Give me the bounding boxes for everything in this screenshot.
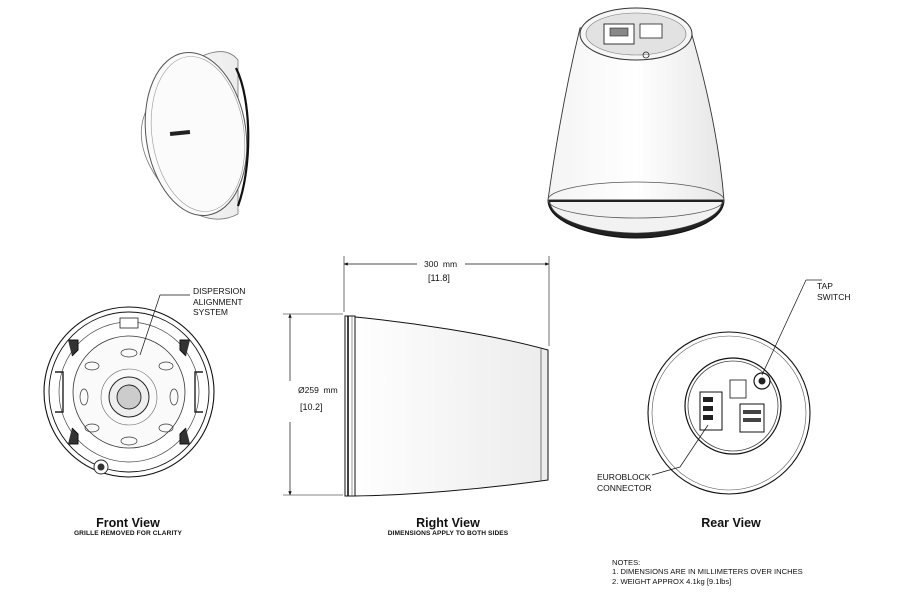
diameter-unit: mm [323, 385, 338, 395]
euroblock-line-2: CONNECTOR [597, 482, 652, 493]
dispersion-line-3: SYSTEM [193, 307, 228, 317]
euroblock-callout: EUROBLOCK CONNECTOR [597, 472, 652, 493]
isometric-view-standing [547, 7, 725, 239]
diameter-dimension: Ø259 mm [298, 385, 338, 395]
notes-heading: NOTES: [612, 558, 641, 567]
tap-line-1: TAP [817, 281, 833, 291]
dispersion-line-2: ALIGNMENT [193, 296, 243, 307]
front-view-drawing [43, 294, 215, 478]
length-in-value: 11.8 [430, 273, 448, 283]
tap-switch-callout: TAP SWITCH [817, 281, 851, 302]
rear-view-label: Rear View [631, 516, 831, 530]
length-inches: [11.8] [428, 273, 450, 283]
dispersion-callout: DISPERSION ALIGNMENT SYSTEM [193, 286, 245, 318]
front-view-title: Front View [96, 516, 160, 530]
note-item-1: 1. DIMENSIONS ARE IN MILLIMETERS OVER IN… [612, 567, 803, 577]
right-view-title: Right View [416, 516, 480, 530]
length-mm: 300 [424, 259, 439, 269]
notes-block: NOTES: 1. DIMENSIONS ARE IN MILLIMETERS … [612, 558, 803, 586]
right-view-drawing [283, 256, 550, 497]
diameter-in-value: 10.2 [302, 402, 321, 412]
isometric-view-side [141, 51, 250, 220]
euroblock-line-1: EUROBLOCK [597, 472, 651, 482]
diameter-symbol: Ø [298, 385, 305, 395]
dispersion-line-1: DISPERSION [193, 286, 246, 296]
bose-logo-icon [169, 129, 191, 137]
note-item-2: 2. WEIGHT APPROX 4.1kg [9.1lbs] [612, 576, 732, 586]
length-unit: mm [442, 259, 458, 269]
diameter-mm: 259 [304, 385, 319, 395]
tap-line-2: SWITCH [817, 291, 851, 302]
rear-view-title: Rear View [701, 516, 761, 530]
front-view-label: Front View GRILLE REMOVED FOR CLARITY [28, 516, 228, 537]
right-view-label: Right View DIMENSIONS APPLY TO BOTH SIDE… [348, 516, 548, 537]
length-dimension: 300 mm [424, 259, 457, 269]
rear-view-drawing [647, 279, 822, 495]
diameter-inches: [10.2] [300, 402, 323, 412]
right-view-subtitle: DIMENSIONS APPLY TO BOTH SIDES [387, 530, 509, 537]
front-view-subtitle: GRILLE REMOVED FOR CLARITY [73, 530, 183, 537]
